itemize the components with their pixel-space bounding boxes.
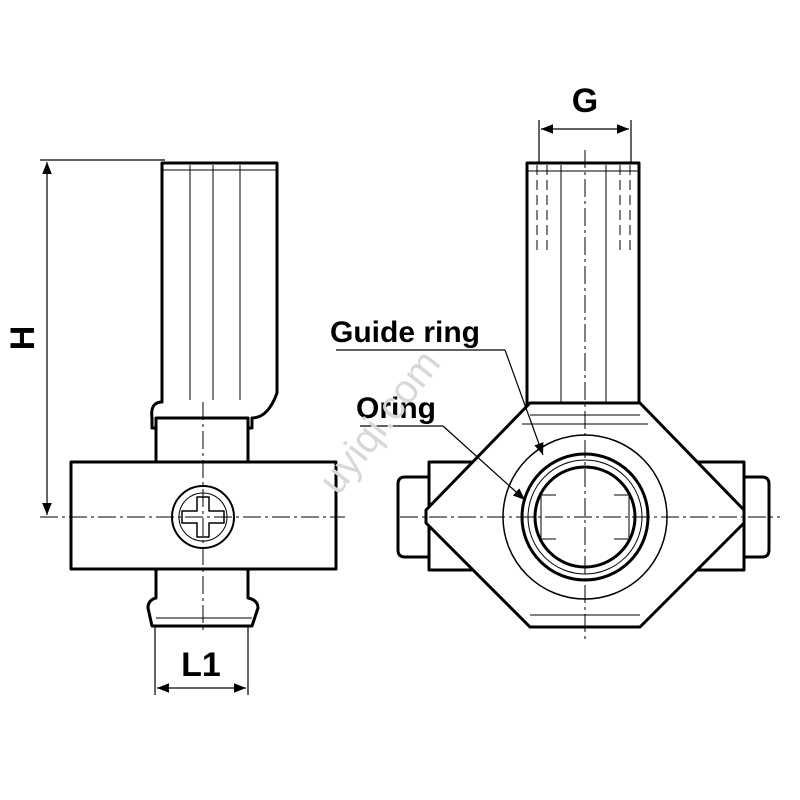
thread-label: G — [572, 82, 598, 120]
height-dimension: H — [4, 159, 165, 515]
length-dimension: L1 — [154, 626, 249, 695]
side-view-neck — [154, 416, 250, 464]
side-view — [40, 161, 345, 630]
guide-ring-callout: Guide ring — [330, 316, 544, 456]
oring-callout: Oring — [356, 392, 526, 501]
height-label: H — [4, 326, 42, 351]
oring-label: Oring — [356, 392, 436, 425]
length-label: L1 — [181, 646, 221, 684]
front-view — [396, 150, 780, 640]
side-view-lower-stub — [146, 567, 260, 628]
thread-dimension: G — [538, 82, 632, 163]
front-view-upper-tube — [525, 161, 641, 427]
side-view-upper-tube — [150, 161, 279, 430]
guide-ring-label: Guide ring — [330, 316, 480, 349]
